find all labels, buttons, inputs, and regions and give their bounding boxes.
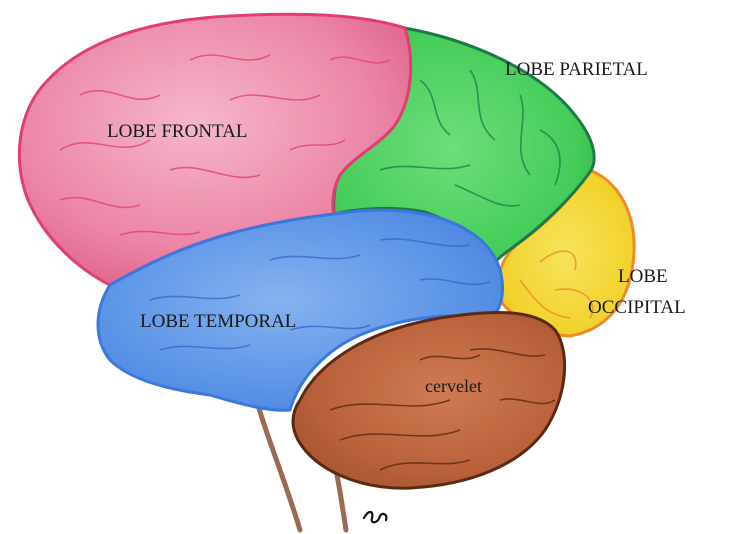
label-cervelet: cervelet (425, 375, 482, 397)
label-lobe-parietal: LOBE PARIETAL (505, 59, 648, 81)
label-lobe-occipital-line2: OCCIPITAL (588, 297, 686, 319)
label-lobe-frontal: LOBE FRONTAL (107, 121, 247, 143)
label-lobe-occipital-line1: LOBE (618, 266, 668, 288)
label-lobe-temporal: LOBE TEMPORAL (140, 311, 296, 333)
artist-signature (362, 506, 392, 526)
